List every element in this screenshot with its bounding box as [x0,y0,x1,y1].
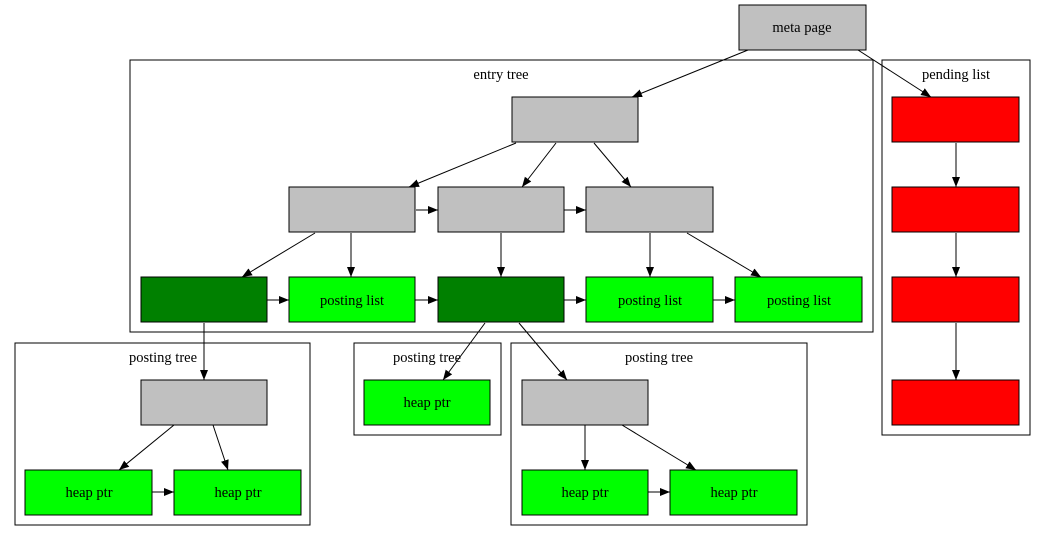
entry-tree-cluster: entry tree [129,59,874,333]
edge-leaf3-to-ptm-heap [442,322,486,381]
pending-page-4 [891,379,1020,426]
meta-page-node: meta page [738,4,867,51]
posting-list-label: posting list [767,293,831,309]
posting-tree-left-heap-ptr-2: heap ptr [173,469,302,516]
edge-root-to-l1a [408,142,517,188]
posting-list-label: posting list [320,293,384,309]
entry-internal-page-1 [288,186,416,233]
heap-ptr-label: heap ptr [65,485,112,501]
posting-tree-left-heap-ptr-1: heap ptr [24,469,153,516]
meta-page-label: meta page [772,20,831,36]
posting-tree-mid-heap-ptr: heap ptr [363,379,491,426]
edge-ptr-root-to-heap2 [621,424,697,471]
heap-ptr-label: heap ptr [710,485,757,501]
edge-meta-to-root [631,49,749,98]
posting-tree-mid-cluster: posting tree [353,342,502,436]
posting-tree-right-label: posting tree [625,350,693,366]
edge-ptl-root-to-heap1 [118,424,175,471]
entry-leaf-posting-tree-2 [437,276,565,323]
edges [118,49,960,496]
posting-tree-right-cluster: posting tree [510,342,808,526]
entry-tree-label: entry tree [473,67,528,83]
pending-page-3 [891,276,1020,323]
entry-root-page [511,96,639,143]
posting-tree-left-root [140,379,268,426]
heap-ptr-label: heap ptr [561,485,608,501]
posting-list-label: posting list [618,293,682,309]
edge-root-to-l1b [521,142,557,188]
pending-list-cluster: pending list [881,59,1031,436]
posting-tree-mid-label: posting tree [393,350,461,366]
posting-tree-right-heap-ptr-1: heap ptr [521,469,649,516]
edge-ptl-root-to-heap2 [212,424,229,471]
pending-list-label: pending list [922,67,990,83]
pending-page-2 [891,186,1020,233]
edge-root-to-l1c [593,142,632,188]
posting-tree-right-heap-ptr-2: heap ptr [669,469,798,516]
edge-meta-to-pending [857,49,932,98]
entry-leaf-posting-list-3: posting list [734,276,863,323]
entry-leaf-posting-list-1: posting list [288,276,416,323]
heap-ptr-label: heap ptr [214,485,261,501]
entry-leaf-posting-tree-1 [140,276,268,323]
entry-internal-page-2 [437,186,565,233]
edge-l1a-to-leaf1 [241,232,316,278]
entry-internal-page-3 [585,186,714,233]
heap-ptr-label: heap ptr [403,395,450,411]
posting-tree-left-label: posting tree [129,350,197,366]
entry-leaf-posting-list-2: posting list [585,276,714,323]
posting-tree-left-cluster: posting tree [14,342,311,526]
pending-page-1 [891,96,1020,143]
edge-l1c-to-leaf5 [686,232,762,278]
posting-tree-right-root [521,379,649,426]
edge-leaf3-to-ptr-root [518,322,568,381]
